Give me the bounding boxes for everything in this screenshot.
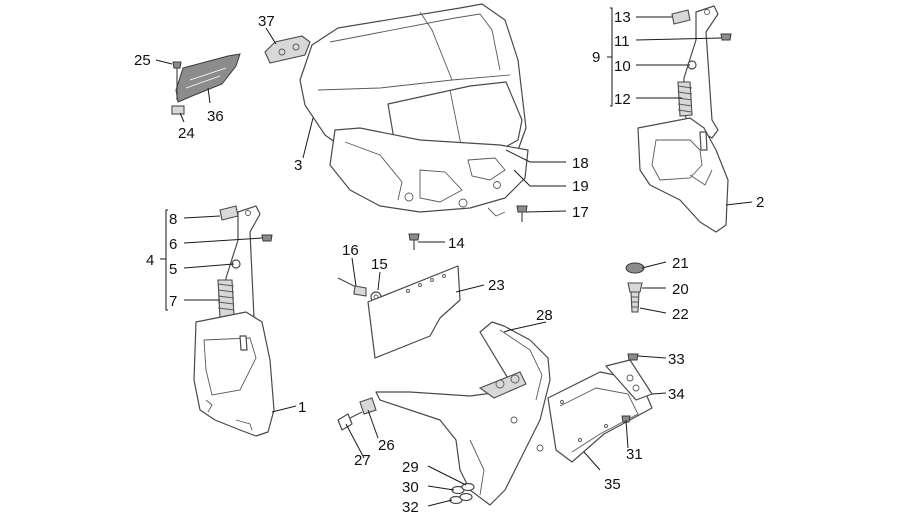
part-26-27-fasteners — [337, 397, 377, 431]
callout-26: 26 — [378, 437, 395, 454]
leader-lines — [155, 7, 753, 507]
callout-37: 37 — [258, 13, 275, 30]
screws-14-17 — [408, 205, 528, 250]
callout-18: 18 — [572, 155, 589, 172]
part-37-badge — [264, 35, 311, 64]
callout-35: 35 — [604, 476, 621, 493]
callout-24: 24 — [178, 125, 195, 142]
callout-5: 5 — [169, 261, 177, 278]
left-bracket-assembly — [193, 205, 275, 437]
callout-3: 3 — [294, 157, 302, 174]
callout-16: 16 — [342, 242, 359, 259]
callout-27: 27 — [354, 452, 371, 469]
part-34-35-plates — [547, 353, 653, 463]
callout-22: 22 — [672, 306, 689, 323]
callout-6: 6 — [169, 236, 177, 253]
callout-31: 31 — [626, 446, 643, 463]
callout-8: 8 — [169, 211, 177, 228]
part-20-22-stud — [625, 262, 645, 313]
callout-32: 32 — [402, 499, 419, 514]
part-23-panel — [367, 265, 461, 359]
callout-7: 7 — [169, 293, 177, 310]
callout-13: 13 — [614, 9, 631, 26]
part-28-29-lower-fairing — [375, 321, 551, 506]
callout-21: 21 — [672, 255, 689, 272]
callout-23: 23 — [488, 277, 505, 294]
callout-36: 36 — [207, 108, 224, 125]
callout-29: 29 — [402, 459, 419, 476]
callout-15: 15 — [371, 256, 388, 273]
callout-33: 33 — [668, 351, 685, 368]
callout-20: 20 — [672, 281, 689, 298]
callout-17: 17 — [572, 204, 589, 221]
callout-11: 11 — [614, 33, 630, 50]
parts-15-16 — [337, 277, 382, 303]
callout-10: 10 — [614, 58, 631, 75]
callout-19: 19 — [572, 178, 589, 195]
callout-12: 12 — [614, 91, 631, 108]
callout-4: 4 — [146, 252, 154, 269]
part-36-emblem — [171, 53, 241, 115]
front-shield-assembly — [299, 3, 529, 217]
callout-1: 1 — [298, 399, 306, 416]
callout-30: 30 — [402, 479, 419, 496]
right-bracket-assembly — [637, 5, 732, 233]
parts-30-32-washers — [449, 482, 475, 505]
callout-9: 9 — [592, 49, 600, 66]
callout-2: 2 — [756, 194, 764, 211]
callout-numbers: 37 25 36 24 3 18 19 17 14 13 11 9 10 12 … — [134, 9, 764, 514]
callout-25: 25 — [134, 52, 151, 69]
callout-28: 28 — [536, 307, 553, 324]
callout-14: 14 — [448, 235, 465, 252]
callout-34: 34 — [668, 386, 685, 403]
